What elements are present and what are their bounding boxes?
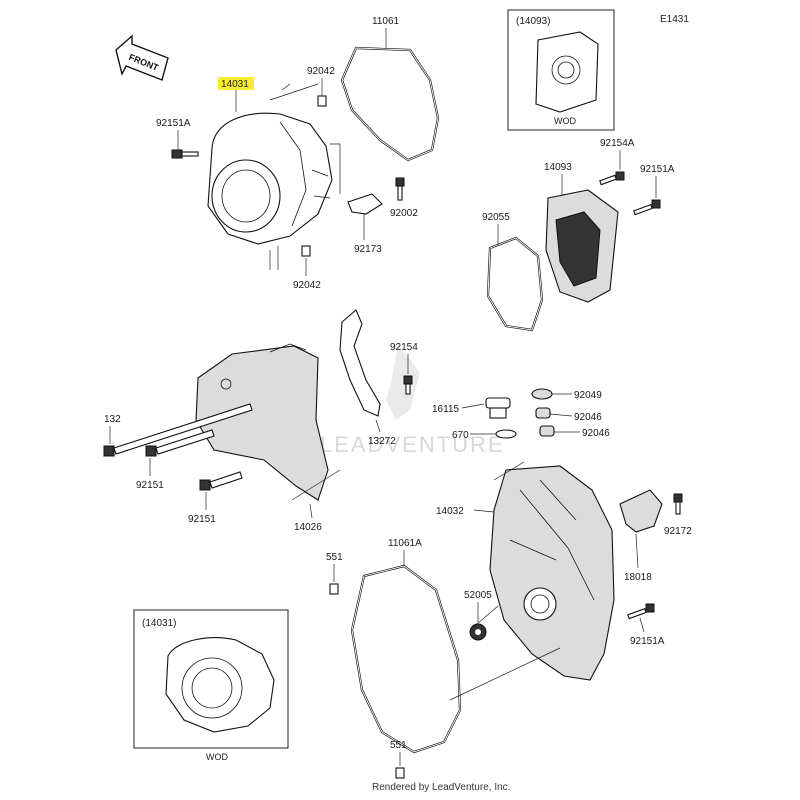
plate-13272: 13272 (339, 309, 396, 447)
credit-text: Rendered by LeadVenture, Inc. (372, 782, 510, 793)
diagram-code: E1431 (660, 14, 689, 25)
label-13272: 13272 (368, 436, 396, 447)
label-551-top: 551 (326, 552, 343, 563)
gasket-11061: 11061 (340, 16, 440, 162)
label-92151A-top: 92151A (156, 118, 191, 129)
label-14026: 14026 (294, 522, 322, 533)
watermark-text: LEADVENTURE (320, 432, 505, 457)
guard-18018: 18018 (619, 489, 663, 583)
bolt-92151A-top: 92151A (156, 118, 199, 159)
bolt-92154: 92154 (390, 342, 418, 395)
label-92151A-right: 92151A (640, 164, 675, 175)
label-16115: 16115 (432, 404, 460, 415)
label-52005: 52005 (464, 590, 492, 601)
label-14031-box: (14031) (142, 618, 176, 629)
gasket-11061A: 11061A (350, 538, 462, 754)
clamp-92173: 92173 (347, 193, 383, 255)
label-11061A: 11061A (388, 538, 422, 549)
label-132: 132 (104, 414, 121, 425)
label-92154A: 92154A (600, 138, 635, 149)
label-670: 670 (452, 430, 469, 441)
label-92055: 92055 (482, 212, 510, 223)
bolt-92154A: 92154A (599, 138, 635, 186)
label-92046-a: 92046 (574, 412, 602, 423)
label-11061: 11061 (372, 16, 400, 27)
dowel-551-top: 551 (326, 552, 343, 595)
label-92151-b: 92151 (188, 514, 216, 525)
seal-92049: 92049 (531, 388, 602, 401)
plug-16115: 16115 (432, 397, 511, 419)
dowel-551-bottom: 551 (390, 740, 407, 779)
bolt-92151-a: 92151 (136, 429, 215, 491)
bushing-92046-b: 92046 (539, 425, 610, 439)
bolt-92151A-bottom: 92151A (627, 603, 665, 647)
cover-14093: 14093 (544, 162, 619, 303)
label-14093-box: (14093) (516, 16, 550, 27)
bolt-92002: 92002 (390, 177, 418, 219)
cover-14026: 14026 (195, 343, 329, 533)
label-92172: 92172 (664, 526, 692, 537)
label-92151A-bottom: 92151A (630, 636, 665, 647)
inset-box-14031: (14031) WOD (133, 609, 289, 762)
watermark: LEADVENTURE (320, 345, 505, 457)
label-92151-a: 92151 (136, 480, 164, 491)
dowel-92042-top: 92042 (307, 66, 335, 107)
label-wod-bottom: WOD (206, 752, 228, 762)
inset-box-14093: (14093) WOD (507, 9, 615, 131)
label-18018: 18018 (624, 572, 652, 583)
label-14031-highlight: 14031 (221, 79, 249, 90)
highlight-14031 (218, 77, 254, 90)
generator-cover-14031: 14031 (207, 77, 333, 270)
label-92154: 92154 (390, 342, 418, 353)
label-14032: 14032 (436, 506, 464, 517)
label-92042-top: 92042 (307, 66, 335, 77)
bolt-92172: 92172 (664, 493, 692, 537)
label-wod-top: WOD (554, 116, 576, 126)
label-92173: 92173 (354, 244, 382, 255)
dowel-92042-bottom: 92042 (293, 245, 321, 291)
front-arrow: FRONT (115, 34, 169, 81)
label-92049: 92049 (574, 390, 602, 401)
clutch-cover-14032: 14032 (436, 465, 615, 681)
bushing-92046-a: 92046 (535, 407, 602, 423)
label-92042-bottom: 92042 (293, 280, 321, 291)
nut-52005: 52005 (464, 590, 492, 641)
label-551-bottom: 551 (390, 740, 407, 751)
label-92002: 92002 (390, 208, 418, 219)
leader-lines (277, 83, 561, 701)
label-92046-b: 92046 (582, 428, 610, 439)
bolt-92151A-right: 92151A (633, 164, 675, 216)
bolt-92151-b: 92151 (188, 471, 243, 525)
gasket-92055: 92055 (482, 212, 544, 332)
oring-670: 670 (452, 429, 517, 441)
label-14093: 14093 (544, 162, 572, 173)
bolt-132: 132 (103, 403, 253, 457)
